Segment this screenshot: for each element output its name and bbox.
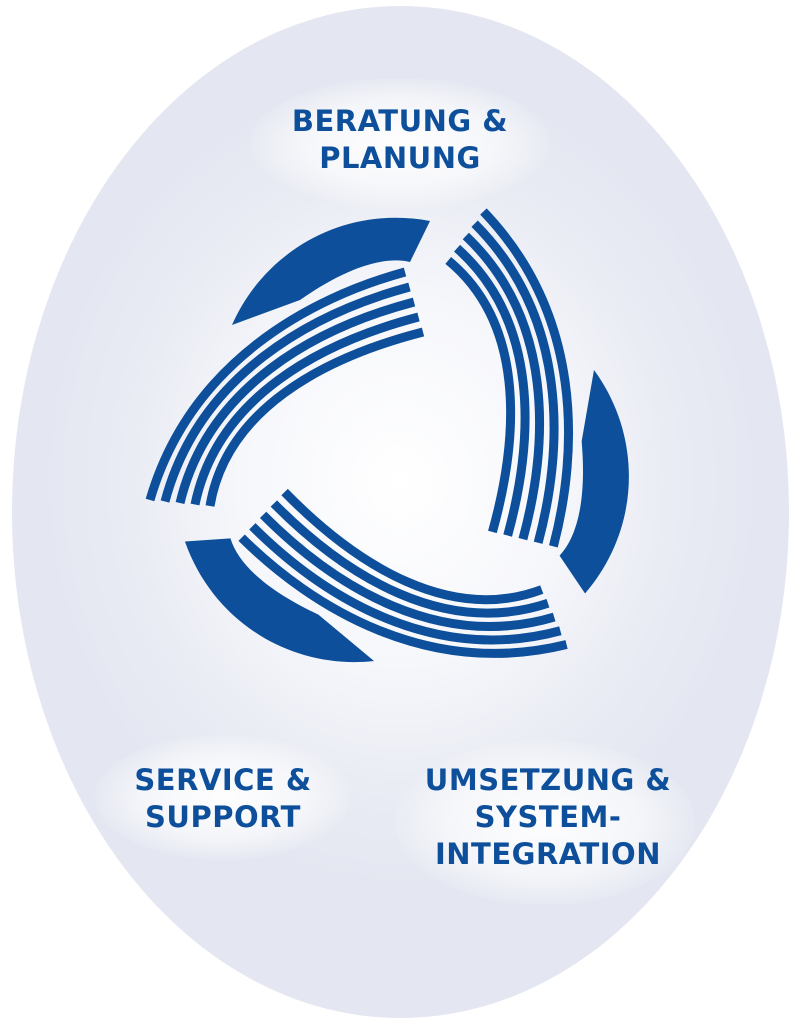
label-umsetzung-systemintegration: UMSETZUNG & SYSTEM- INTEGRATION bbox=[398, 762, 698, 873]
ribbon-stripe bbox=[175, 297, 416, 505]
ribbon-stripe bbox=[249, 523, 562, 645]
label-line: BERATUNG & bbox=[291, 104, 509, 138]
ribbon-solid-leaf bbox=[184, 538, 375, 662]
ribbon-stripe bbox=[238, 534, 568, 658]
ribbon-stripe bbox=[281, 488, 544, 605]
ribbon-stripe bbox=[480, 208, 574, 548]
ribbon-stripe bbox=[270, 500, 550, 618]
ribbon-stripe bbox=[160, 282, 411, 503]
ribbon-stripe bbox=[259, 511, 556, 631]
ribbon-stripe bbox=[145, 267, 407, 502]
label-beratung-planung: BERATUNG & PLANUNG bbox=[250, 103, 550, 177]
ribbon-stripe bbox=[205, 327, 425, 507]
ribbon-stripe bbox=[190, 312, 420, 506]
label-line: INTEGRATION bbox=[435, 837, 661, 871]
ribbon-arm-top bbox=[145, 217, 430, 507]
label-line: SERVICE & bbox=[134, 763, 312, 797]
ribbon-arm-right bbox=[445, 208, 629, 594]
label-glow-top bbox=[250, 78, 550, 208]
label-line: SYSTEM- bbox=[474, 800, 622, 834]
ribbon-stripe bbox=[445, 256, 516, 534]
label-glow-bottom-right bbox=[395, 740, 695, 905]
ribbon-stripe bbox=[462, 232, 545, 541]
label-line: SUPPORT bbox=[145, 800, 301, 834]
label-service-support: SERVICE & SUPPORT bbox=[98, 762, 348, 836]
ribbon-solid-leaf bbox=[559, 370, 629, 594]
label-glow-bottom-left bbox=[95, 735, 350, 860]
label-line: UMSETZUNG & bbox=[424, 763, 672, 797]
ribbon-stripe bbox=[454, 244, 530, 537]
label-line: PLANUNG bbox=[319, 141, 481, 175]
ribbon-arm-left bbox=[184, 488, 568, 662]
ribbon-solid-leaf bbox=[232, 217, 430, 325]
ribbon-stripe bbox=[471, 220, 559, 544]
